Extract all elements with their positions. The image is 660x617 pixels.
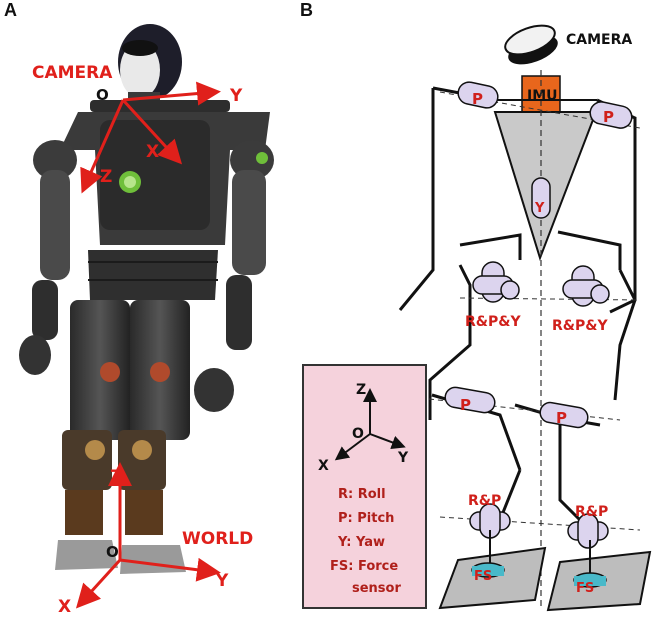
panel-b-camera-label: CAMERA bbox=[566, 32, 632, 48]
camera-frame-axes bbox=[80, 81, 221, 194]
legend-axes: Z O Y X R: Roll P: Pitch Y: Yaw FS: Forc… bbox=[318, 382, 409, 596]
world-z-label: Z bbox=[110, 467, 122, 487]
camera-label: CAMERA bbox=[32, 63, 113, 83]
waist-yaw-joint bbox=[531, 177, 551, 219]
hip-frame bbox=[428, 230, 637, 420]
hip-right-pitch-label: P bbox=[603, 108, 614, 126]
panel-b-label: B bbox=[300, 0, 313, 20]
legend-y-label: Y bbox=[397, 450, 409, 466]
legend-x-label: X bbox=[318, 458, 329, 474]
ankle-right-joint bbox=[567, 513, 609, 549]
waist-yaw-label: Y bbox=[534, 201, 545, 216]
panel-a-label: A bbox=[4, 0, 17, 20]
ankle-left-label: R&P bbox=[468, 493, 501, 509]
hip-right-rpy-joint bbox=[562, 265, 610, 307]
knee-right-label: P bbox=[556, 409, 567, 427]
legend-roll: R: Roll bbox=[338, 487, 386, 502]
legend-box: Z O Y X R: Roll P: Pitch Y: Yaw FS: Forc… bbox=[302, 364, 427, 609]
knee-right-joint bbox=[539, 401, 589, 429]
camera-y-label: Y bbox=[229, 86, 243, 106]
hip-right-rpy-label: R&P&Y bbox=[552, 318, 608, 334]
legend-pitch: P: Pitch bbox=[338, 511, 394, 526]
legend-yaw: Y: Yaw bbox=[337, 535, 385, 550]
robot-illustration bbox=[19, 24, 274, 574]
legend-sensor: sensor bbox=[352, 581, 401, 596]
ankle-left-joint bbox=[469, 503, 511, 539]
camera-z-label: Z bbox=[100, 167, 112, 187]
hip-right-pitch-joint bbox=[589, 101, 633, 129]
world-y-label: Y bbox=[215, 571, 229, 591]
foot-left-plate bbox=[438, 546, 547, 610]
camera-sensor bbox=[504, 24, 558, 65]
hip-left-pitch-joint bbox=[457, 81, 499, 109]
hip-left-rpy-joint bbox=[472, 261, 520, 303]
world-label: WORLD bbox=[182, 529, 253, 549]
legend-z-label: Z bbox=[356, 382, 366, 398]
hip-left-pitch-label: P bbox=[472, 90, 483, 108]
hip-left-rpy-label: R&P&Y bbox=[465, 314, 521, 330]
camera-x-label: X bbox=[146, 142, 159, 162]
ankle-right-label: R&P bbox=[575, 504, 608, 520]
knee-left-label: P bbox=[460, 396, 471, 414]
knee-left-joint bbox=[444, 386, 496, 414]
imu-label: IMU bbox=[527, 88, 558, 104]
world-x-label: X bbox=[58, 597, 71, 617]
legend-force: FS: Force bbox=[330, 559, 398, 574]
fs-right-label: FS bbox=[576, 581, 594, 596]
world-origin-label: O bbox=[106, 543, 119, 561]
fs-left-label: FS bbox=[474, 569, 492, 584]
legend-origin-label: O bbox=[352, 426, 364, 442]
world-frame-axes bbox=[75, 462, 221, 609]
camera-origin-label: O bbox=[96, 86, 109, 104]
